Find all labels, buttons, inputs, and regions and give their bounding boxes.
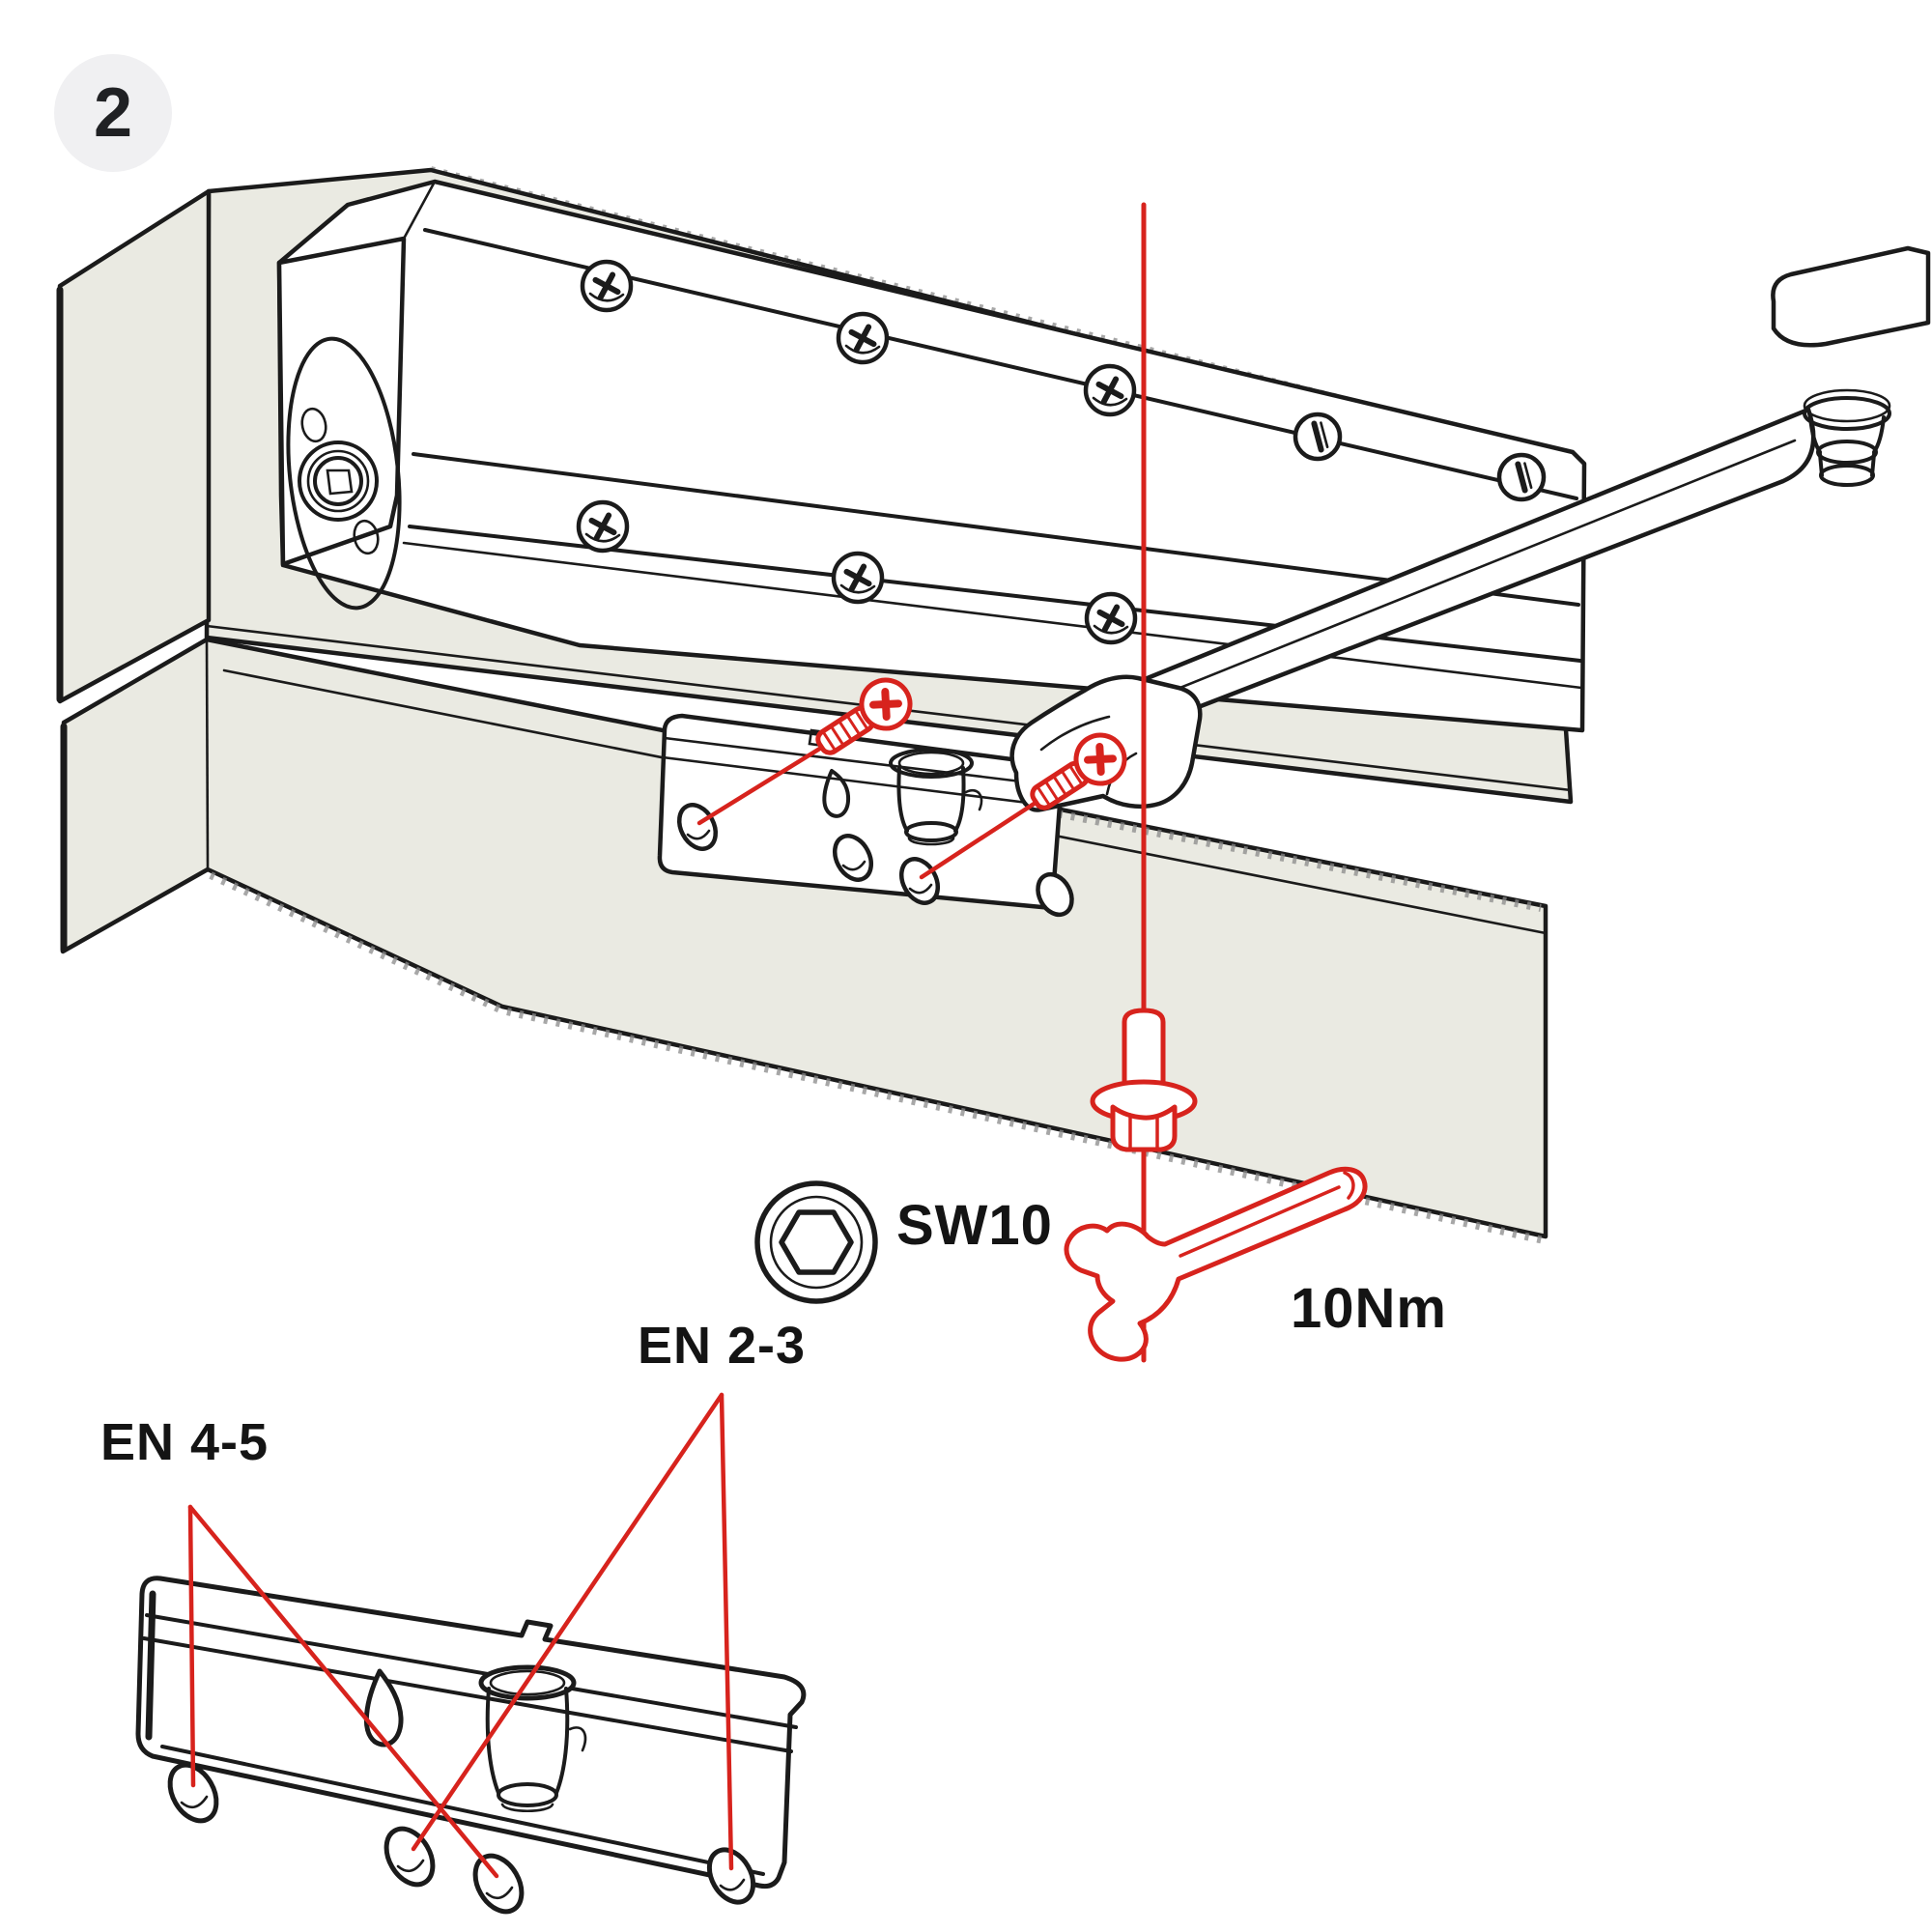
- bracket-hole-shade: [908, 883, 933, 895]
- detail-plate: [135, 1576, 807, 1889]
- body-screws: [576, 259, 1547, 645]
- closer-end-cap: [276, 236, 407, 567]
- en23-leader-diagonal: [411, 1392, 724, 1852]
- bracket-hole: [1036, 871, 1074, 918]
- fixing-screw-lower: [919, 732, 1127, 880]
- mounting-bracket: [657, 713, 1074, 918]
- phillips-screw-icon: [836, 311, 890, 365]
- detail-boss: [478, 1664, 587, 1813]
- step-number-badge: 2: [54, 54, 172, 172]
- spindle-ring-inner: [313, 456, 363, 506]
- spindle-hex-socket: [326, 469, 354, 496]
- bolt-shaft: [1122, 1008, 1166, 1089]
- bolt-head-facets: [1128, 1113, 1159, 1150]
- body-right-top: [1571, 450, 1586, 466]
- phillips-screw-icon: [1083, 363, 1137, 417]
- bracket-boss: [889, 748, 983, 846]
- mount-position-lower-label: EN 4-5: [100, 1413, 270, 1471]
- mount-position-upper-label: EN 2-3: [638, 1317, 807, 1375]
- socket-size-label: SW10: [896, 1194, 1053, 1257]
- detail-left-band: [145, 1590, 156, 1741]
- slotted-screw-icon: [1496, 452, 1547, 502]
- step-number: 2: [93, 74, 133, 152]
- en45-leader-vertical: [187, 1504, 196, 1788]
- phillips-screw-icon: [1084, 591, 1138, 645]
- en45-leader-diagonal: [187, 1504, 499, 1879]
- bracket-teardrop-hole: [822, 769, 851, 818]
- bolt-hex-head: [1110, 1104, 1178, 1152]
- detail-bottom-band: [160, 1745, 765, 1876]
- wrench-body: [1064, 1166, 1368, 1362]
- open-end-wrench-icon: [1064, 1166, 1368, 1362]
- detail-hole-mid-right: [472, 1853, 525, 1915]
- wrench-handle-line: [1179, 1185, 1341, 1258]
- fixing-screw-upper: [696, 677, 913, 826]
- cap-hole-lower: [353, 519, 380, 555]
- door-left-fold: [205, 638, 210, 869]
- bracket-hole-shade: [686, 829, 711, 840]
- bracket-ridge-2: [661, 755, 1061, 809]
- bracket-hole: [832, 834, 874, 882]
- bracket-hole-shade: [841, 860, 867, 871]
- bracket-hole: [676, 803, 719, 851]
- arm-pivot-plate: [1771, 245, 1931, 348]
- detail-hole-shade: [396, 1859, 425, 1873]
- detail-hole-mid-left: [384, 1826, 436, 1888]
- body-band-4: [402, 541, 1583, 690]
- detail-ridge-2: [142, 1636, 793, 1753]
- bracket-ridge-1: [663, 736, 1063, 788]
- bracket-detail-view: [135, 1392, 807, 1915]
- detail-hole-shade: [485, 1886, 514, 1900]
- wrench-end-line: [1343, 1171, 1355, 1200]
- detail-hole-shade: [180, 1795, 209, 1809]
- phillips-screw-icon: [576, 499, 630, 554]
- phillips-screw-icon: [831, 551, 885, 605]
- arm-pivot-pin: [1803, 388, 1891, 487]
- closer-arm: [1009, 245, 1931, 812]
- arm-shoe-curve: [1039, 715, 1111, 752]
- en23-leader-vertical: [719, 1392, 734, 1871]
- phillips-screw-icon: [580, 259, 634, 313]
- arm-inner-line: [1111, 439, 1797, 717]
- door-closer-body: [276, 179, 1587, 733]
- cap-hole-upper: [300, 407, 327, 443]
- cap-chamfer: [277, 180, 437, 265]
- detail-hole-left: [167, 1762, 219, 1824]
- frame-left-face: [57, 188, 212, 704]
- detail-ridge-1: [145, 1613, 798, 1729]
- detail-hole-right: [706, 1847, 756, 1905]
- hex-socket-icon: [754, 1180, 878, 1304]
- door-bottom-shadow: [209, 871, 1545, 1244]
- cap-circle: [286, 336, 402, 611]
- spindle-ring-mid: [306, 449, 370, 513]
- bolt-flange: [1090, 1079, 1198, 1123]
- door-top-shadow: [897, 779, 1542, 912]
- spindle-ring-outer: [298, 440, 379, 522]
- slotted-screw-icon: [1293, 412, 1343, 462]
- torque-label: 10Nm: [1291, 1277, 1447, 1340]
- cap-chamfer-edge: [402, 180, 437, 241]
- detail-hole-shade: [719, 1878, 746, 1891]
- flange-bolt-icon: [1090, 1008, 1198, 1152]
